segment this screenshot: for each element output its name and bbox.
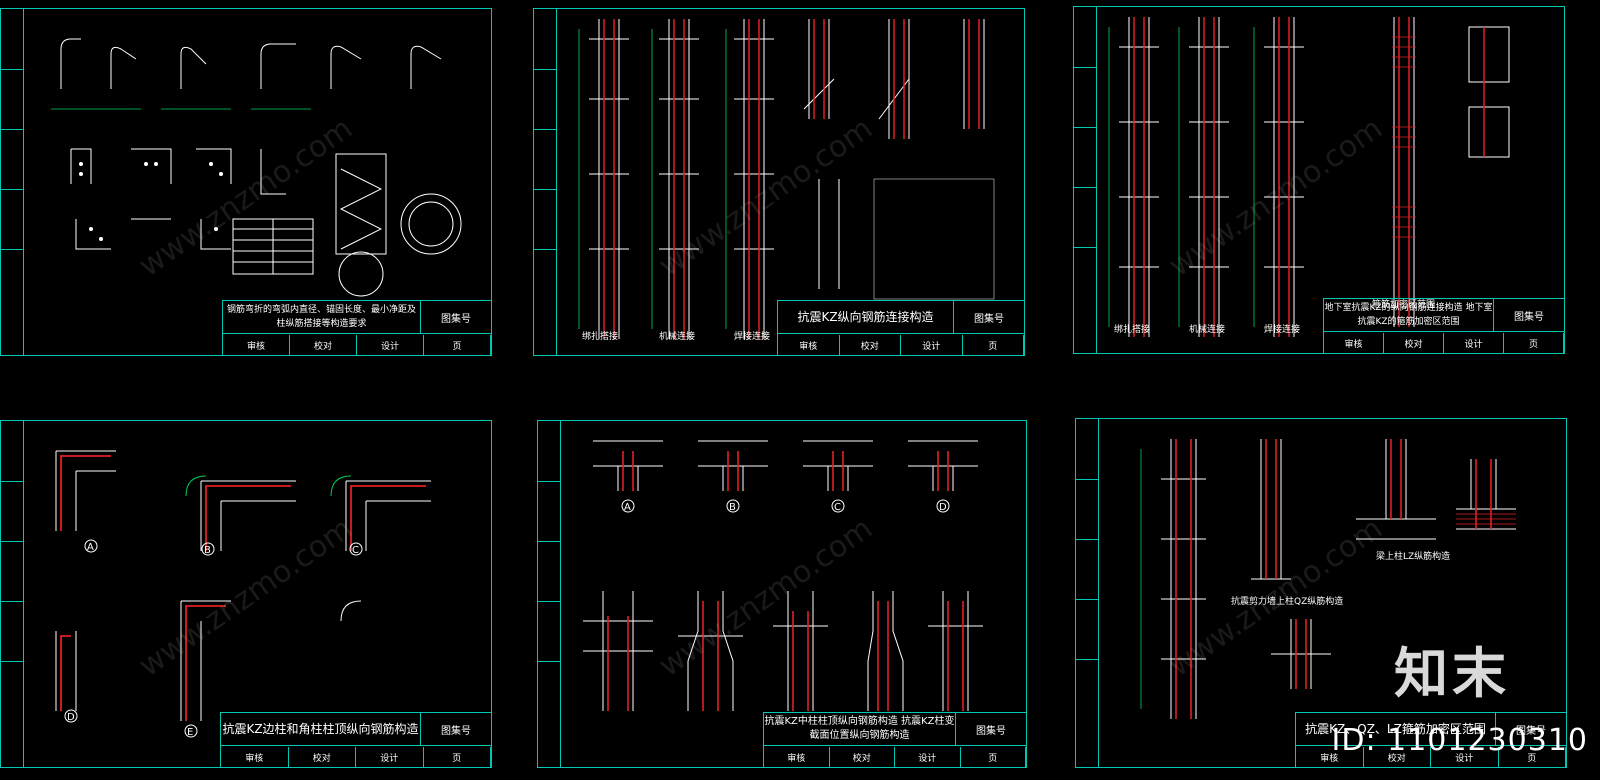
tb-design: 设计 [356,747,424,767]
wall-beam-column-drawing: 抗震剪力墙上柱QZ纵筋构造 梁上柱LZ纵筋构造 [1140,439,1516,719]
sheet-side-strip [534,9,557,355]
title-block: 抗震KZ纵向钢筋连接构造 图集号 审核校对设计页 [777,300,1024,355]
title-block: 抗震KZ边柱和角柱柱顶纵向钢筋构造 图集号 审核校对设计页 [220,712,491,767]
caption-beam-column: 梁上柱LZ纵筋构造 [1376,550,1450,562]
atlas-no-label: 图集号 [1494,299,1564,332]
tb-review: 审核 [778,335,840,355]
sheet-title: 钢筋弯折的弯弧内直径、锚固长度、最小净距及柱纵筋搭接等构造要求 [223,301,421,334]
tb-page: 页 [424,335,491,355]
atlas-no-label: 图集号 [956,713,1026,746]
tb-page: 页 [961,747,1026,767]
tb-page: 页 [424,747,491,767]
caption-lap: 绑扎搭接 [1114,323,1150,335]
caption-wall-column: 抗震剪力墙上柱QZ纵筋构造 [1231,595,1343,607]
drawing-sheet-1: 钢筋弯折的弯弧内直径、锚固长度、最小净距及柱纵筋搭接等构造要求 图集号 审核校对… [0,8,492,356]
drawing-sheet-2: 绑扎搭接 机械连接 焊接连接 抗震KZ纵向钢筋连接构造 图集号 审核校对设计页 [533,8,1025,356]
corner-column-top-drawing: A B C D E [55,450,431,738]
sheet-title: 地下室抗震KZ的纵向钢筋连接构造 地下室抗震KZ的箍筋加密区范围 [1324,299,1494,332]
sheet-title: 抗震KZ中柱柱顶纵向钢筋构造 抗震KZ柱变截面位置纵向钢筋构造 [764,713,956,746]
drawing-sheet-6: 抗震剪力墙上柱QZ纵筋构造 梁上柱LZ纵筋构造 抗震KZ、QZ、LZ箍筋加密区范… [1075,418,1567,768]
detail-b: B [204,545,211,556]
tb-check: 校对 [290,335,357,355]
caption-mech: 机械连接 [1189,323,1225,335]
atlas-no-label: 图集号 [421,301,491,334]
sheet-title: 抗震KZ边柱和角柱柱顶纵向钢筋构造 [221,713,421,746]
tb-design: 设计 [357,335,424,355]
brand-logo: 知末 [1394,642,1510,705]
tb-design: 设计 [895,747,961,767]
title-block: 抗震KZ中柱柱顶纵向钢筋构造 抗震KZ柱变截面位置纵向钢筋构造 图集号 审核校对… [763,712,1026,767]
drawing-sheet-3: 绑扎搭接 机械连接 焊接连接 箍筋加密区范围 地下室抗震KZ的纵向钢筋连接构造 … [1073,6,1565,354]
tb-page: 页 [1499,747,1566,767]
title-block: 地下室抗震KZ的纵向钢筋连接构造 地下室抗震KZ的箍筋加密区范围 图集号 审核校… [1323,298,1564,353]
tb-check: 校对 [830,747,895,767]
sheet-side-strip [1074,7,1097,353]
detail-a: A [624,502,631,513]
detail-b: B [729,502,736,513]
tb-review: 审核 [764,747,830,767]
drawing-sheet-4: A B C D E 抗震KZ边柱和角柱柱顶纵向钢筋构造 图集号 审核校对设计页 [0,420,492,768]
middle-column-top-drawing: A B C D [583,440,983,711]
tb-review: 审核 [1296,747,1364,767]
sheet-title: 抗震KZ、QZ、LZ箍筋加密区范围 [1296,713,1496,746]
caption-stirrup-zone: 箍筋加密区范围 [1372,298,1435,310]
tb-design: 设计 [1431,747,1499,767]
sheet-side-strip [1076,419,1099,767]
tb-page: 页 [1504,333,1564,353]
atlas-no-label: 图集号 [1496,713,1566,746]
tb-check: 校对 [840,335,901,355]
column-splice-drawing: 绑扎搭接 机械连接 焊接连接 [578,19,995,342]
tb-review: 审核 [221,747,289,767]
caption-lap-splice: 绑扎搭接 [582,330,618,342]
tb-review: 审核 [1324,333,1384,353]
detail-c: C [352,545,359,556]
tb-design: 设计 [1444,333,1504,353]
id-tag: ID: 1101230310 [1331,723,1588,758]
caption-weld: 焊接连接 [1264,323,1300,335]
tb-page: 页 [963,335,1024,355]
tb-check: 校对 [1384,333,1444,353]
tb-check: 校对 [1364,747,1431,767]
detail-e: E [187,727,193,738]
sheet-side-strip [538,421,561,767]
atlas-no-label: 图集号 [421,713,491,746]
sheet-side-strip [1,9,24,355]
detail-c: C [834,502,841,513]
title-block: 钢筋弯折的弯弧内直径、锚固长度、最小净距及柱纵筋搭接等构造要求 图集号 审核校对… [222,300,491,355]
atlas-no-label: 图集号 [954,301,1024,334]
detail-a: A [87,542,94,553]
title-block: 抗震KZ、QZ、LZ箍筋加密区范围 图集号 审核校对设计页 [1295,712,1566,767]
drawing-sheet-5: A B C D 抗震KZ中柱柱顶纵向钢筋构造 抗震KZ柱变截面位置纵向钢筋构造 … [537,420,1027,768]
tb-check: 校对 [289,747,356,767]
tb-design: 设计 [901,335,963,355]
detail-d: D [939,502,947,513]
basement-column-drawing: 绑扎搭接 机械连接 焊接连接 箍筋加密区范围 [1108,17,1510,337]
detail-d: D [67,712,75,723]
caption-weld-splice: 焊接连接 [734,330,770,342]
sheet-side-strip [1,421,24,767]
tb-review: 审核 [223,335,290,355]
rebar-detail-drawing [51,38,462,297]
sheet-title: 抗震KZ纵向钢筋连接构造 [778,301,954,334]
caption-mech-splice: 机械连接 [659,330,695,342]
